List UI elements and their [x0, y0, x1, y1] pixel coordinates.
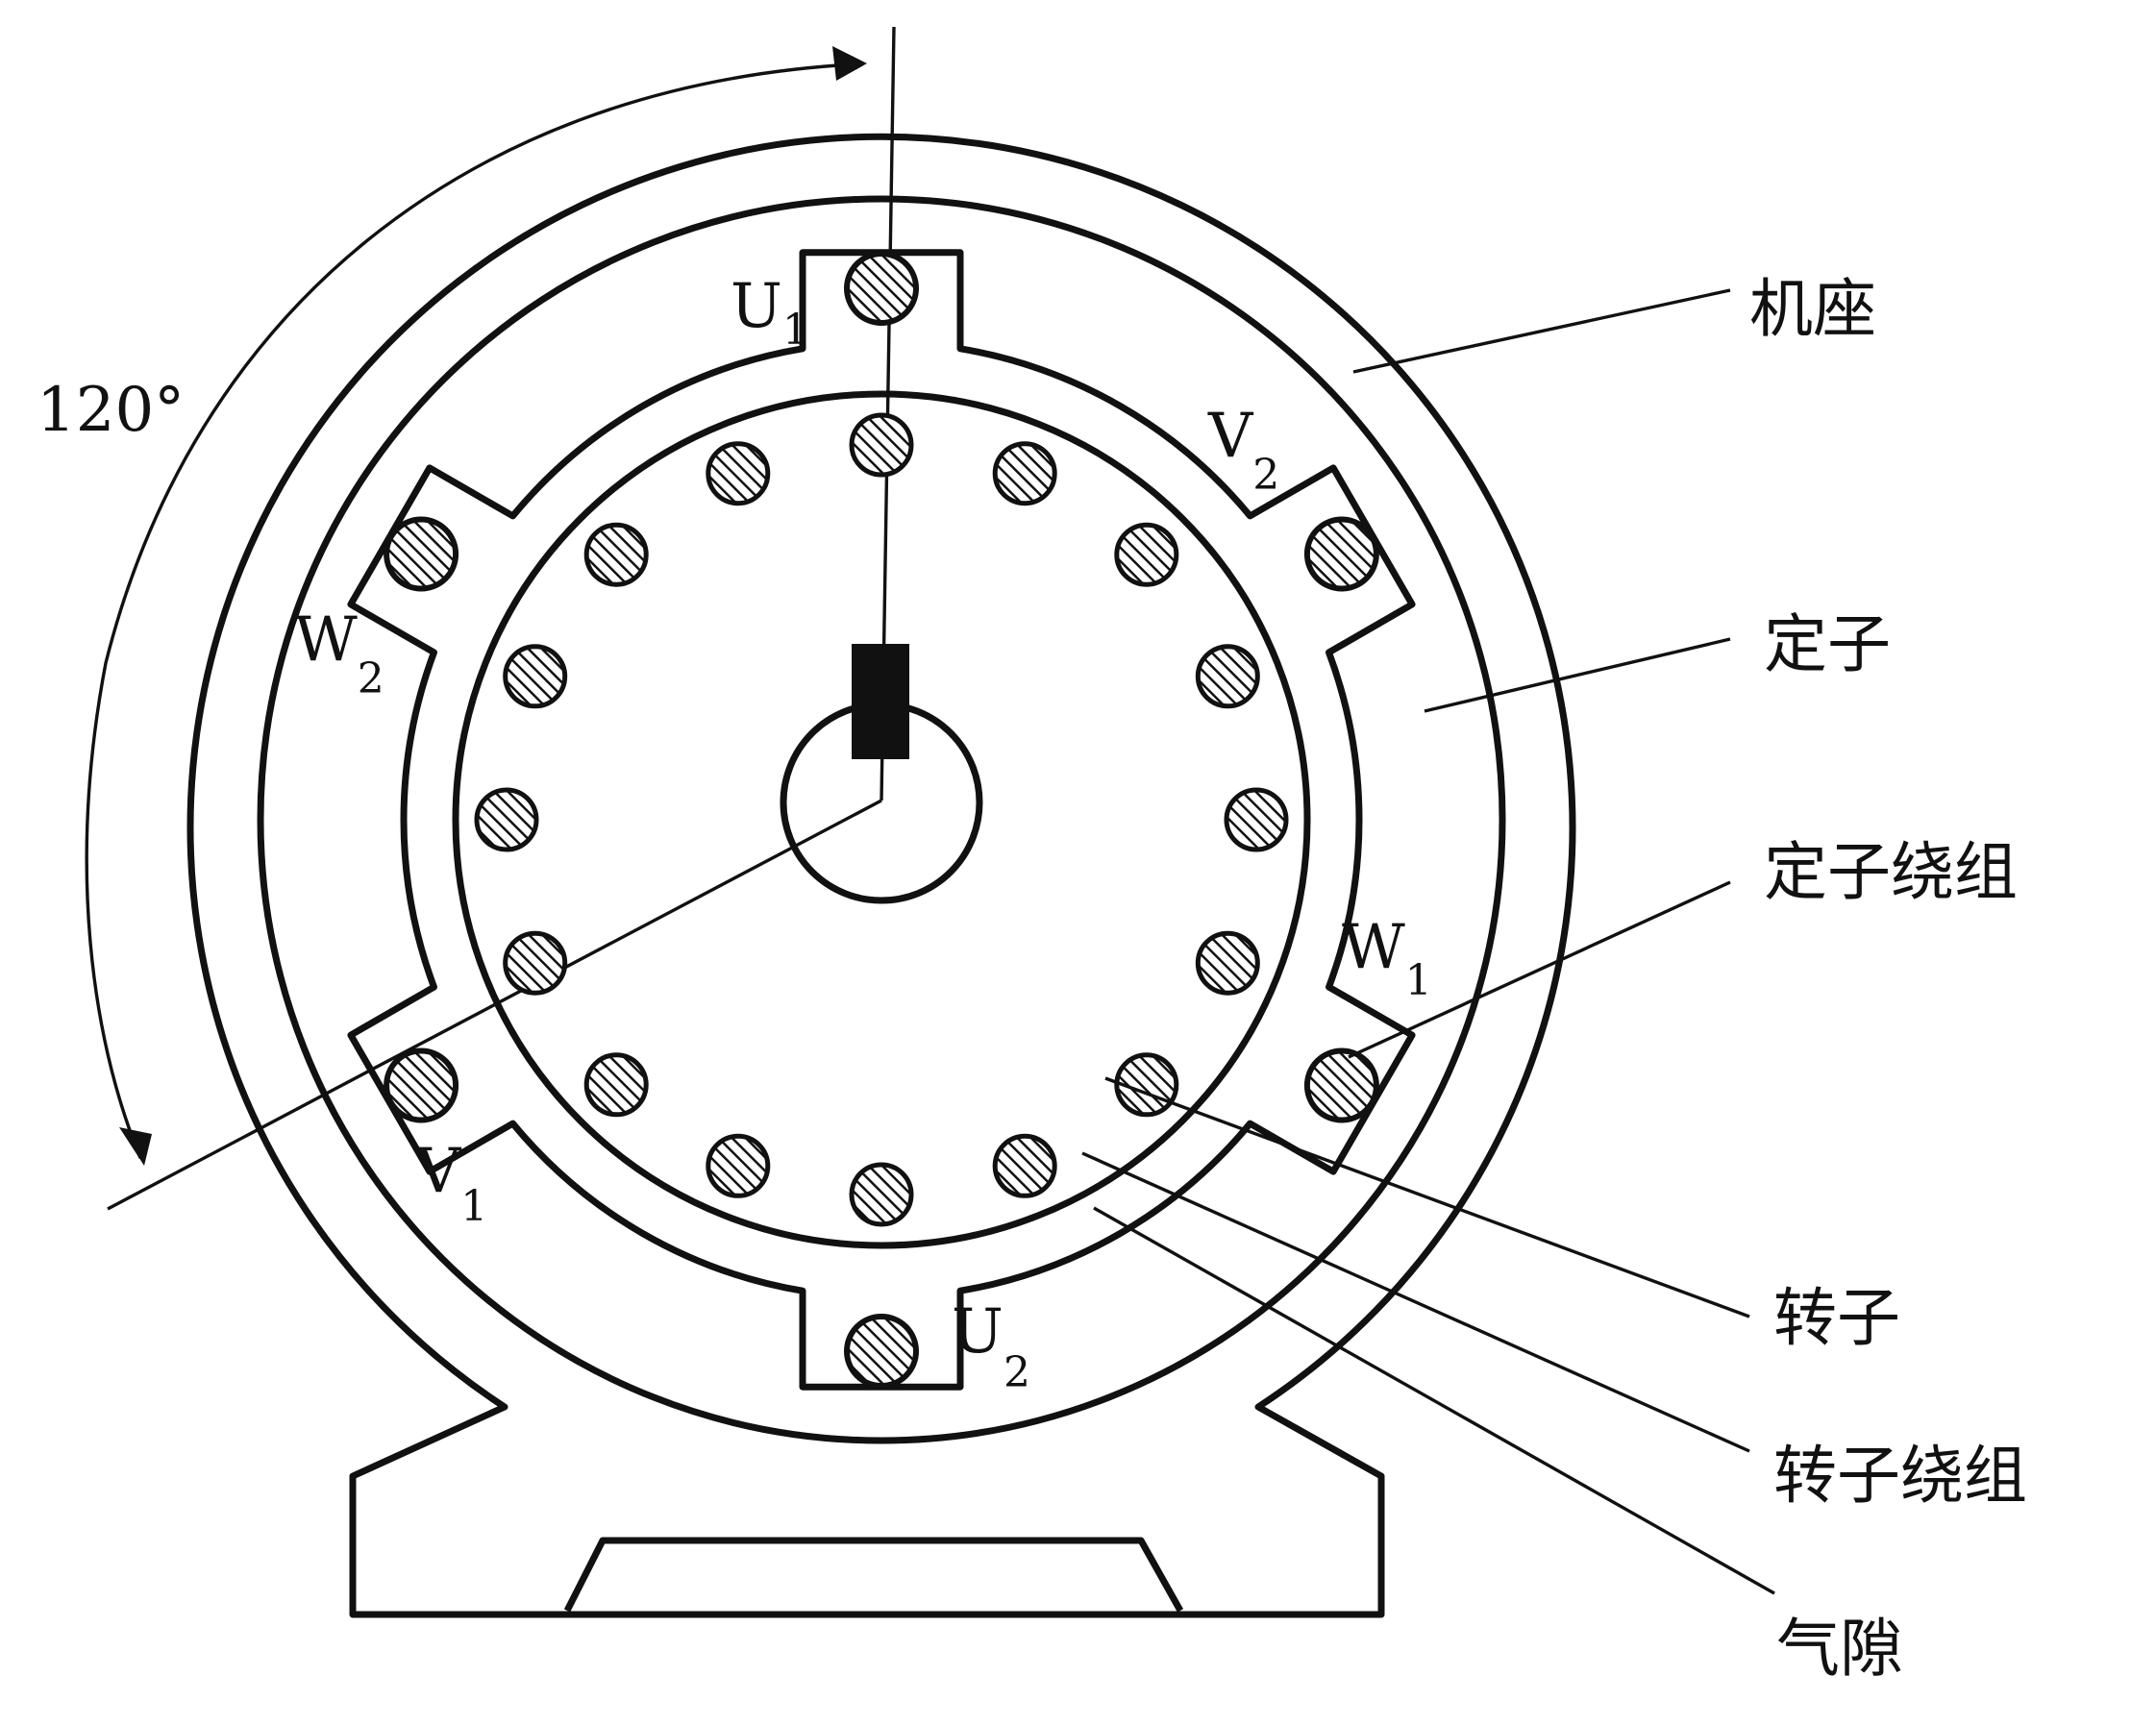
leader-rotor — [1104, 1076, 1750, 1318]
rotor-conductor — [1195, 644, 1260, 709]
stator-conductor — [1303, 1047, 1379, 1123]
leader-rotor-winding — [1081, 1151, 1750, 1453]
shaft-key — [852, 644, 909, 759]
rotor-outline — [452, 390, 1311, 1249]
callout-rotor: 转子 — [1773, 1281, 1900, 1355]
phase-label-v2: V2 — [1207, 401, 1279, 500]
callout-rotor-winding: 转子绕组 — [1773, 1439, 2027, 1513]
angle-label: 120° — [37, 375, 185, 446]
leader-stator — [1424, 637, 1731, 713]
angle-arrow-bottom — [119, 1127, 152, 1166]
rotor-conductors — [474, 412, 1289, 1227]
leader-frame — [1352, 288, 1731, 374]
callout-stator-winding: 定子绕组 — [1764, 835, 2018, 909]
stator-conductor — [844, 251, 919, 326]
rotor-conductor — [849, 412, 914, 478]
stator-outline — [347, 249, 1416, 1391]
axis-line-v1 — [107, 799, 882, 1211]
rotor-conductor — [583, 522, 649, 587]
rotor-conductor — [474, 787, 539, 852]
rotor-conductor — [1224, 787, 1289, 852]
frame-inner-circle — [257, 195, 1506, 1444]
rotor-conductor — [992, 1133, 1057, 1198]
rotor-conductor — [503, 644, 568, 709]
phase-label-w2: W2 — [294, 604, 384, 703]
callout-air-gap: 气隙 — [1776, 1612, 1903, 1686]
rotor-conductor — [849, 1162, 914, 1227]
rotor-conductor — [992, 441, 1057, 506]
rotor-conductor — [503, 930, 568, 996]
phase-label-u2: U2 — [952, 1296, 1030, 1397]
rotor-conductor — [706, 1133, 771, 1198]
rotor-conductor — [583, 1052, 649, 1118]
rotor-conductor — [1114, 522, 1179, 587]
stator-conductors — [384, 251, 1379, 1389]
stator-conductor — [844, 1314, 919, 1389]
leader-air-gap — [1093, 1206, 1775, 1595]
phase-label-v1: V1 — [415, 1136, 487, 1231]
callout-frame: 机座 — [1749, 272, 1876, 346]
rotor-conductor — [706, 441, 771, 506]
stator-conductor — [384, 1047, 459, 1123]
phase-label-w1: W1 — [1342, 912, 1432, 1005]
callout-stator: 定子 — [1764, 607, 1891, 681]
stator-conductor — [1303, 516, 1379, 592]
stator-conductor — [384, 516, 459, 592]
leader-stator-winding — [1348, 880, 1731, 1059]
frame-base-slot — [563, 1537, 1184, 1613]
angle-arc — [85, 62, 855, 1159]
frame-outline — [186, 133, 1576, 1618]
rotor-conductor — [1195, 930, 1260, 996]
phase-label-u1: U1 — [731, 271, 809, 355]
angle-arrow-top — [832, 46, 867, 81]
